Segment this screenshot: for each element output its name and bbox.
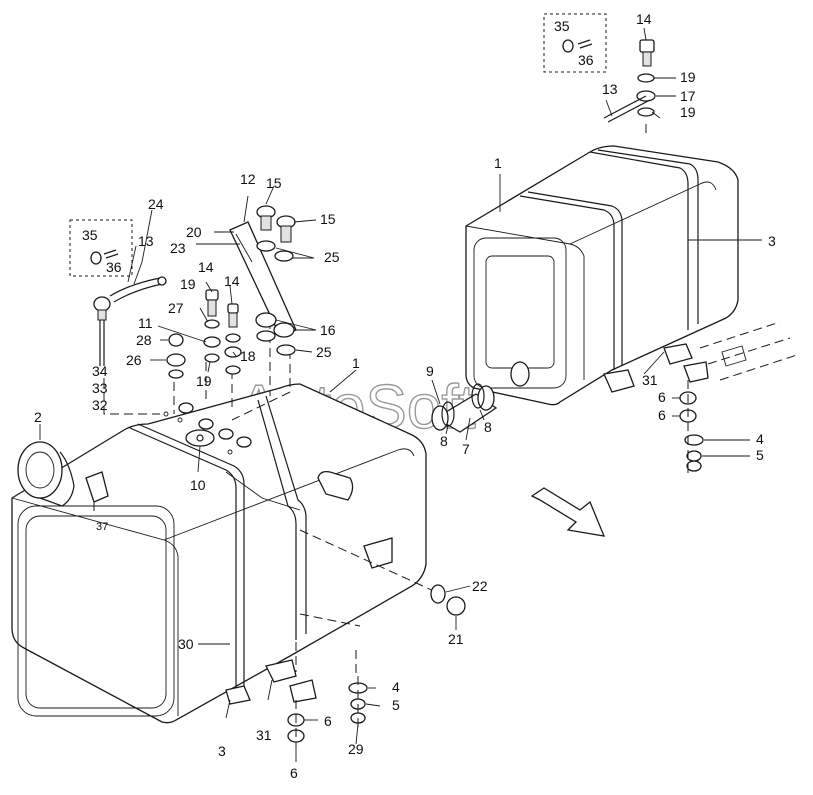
callout-19-right-a: 19 — [680, 69, 696, 85]
callout-5-right: 5 — [756, 447, 764, 463]
callout-3-right: 3 — [768, 233, 776, 249]
callout-29: 29 — [348, 741, 364, 757]
detail-box-right — [543, 13, 607, 73]
left-fuel-tank — [11, 383, 427, 724]
callout-19-left-b: 19 — [196, 373, 212, 389]
washer-25-b — [274, 250, 294, 262]
drain-plug-21 — [446, 596, 466, 616]
callout-15-b: 15 — [320, 211, 336, 227]
callout-24: 24 — [148, 196, 164, 212]
callout-10: 10 — [190, 477, 206, 493]
plug-28 — [168, 333, 184, 347]
callout-34: 34 — [92, 363, 108, 379]
nut-5-right — [686, 450, 702, 472]
callout-28: 28 — [136, 332, 152, 348]
callout-36-left: 36 — [106, 259, 122, 275]
callout-35-left: 35 — [82, 227, 98, 243]
callout-14-left-b: 14 — [224, 273, 240, 289]
direction-arrow — [530, 487, 606, 537]
leader-lines — [39, 27, 762, 762]
washer-16-b — [273, 322, 295, 338]
washer-19-left-a — [204, 353, 220, 363]
callout-4-left: 4 — [392, 679, 400, 695]
bolt-14-right — [639, 39, 655, 67]
callout-13-right: 13 — [602, 81, 618, 97]
callout-3-left: 3 — [218, 743, 226, 759]
breather-24 — [93, 296, 111, 366]
callout-6-right-b: 6 — [658, 407, 666, 423]
bolt-15-b — [276, 215, 296, 243]
callout-14-left-a: 14 — [198, 259, 214, 275]
callout-15-a: 15 — [266, 175, 282, 191]
callout-2: 2 — [34, 409, 42, 425]
callout-9: 9 — [426, 363, 434, 379]
washer-26 — [166, 353, 186, 367]
clip-35-left — [90, 251, 102, 265]
callout-23: 23 — [170, 240, 186, 256]
callout-7: 7 — [462, 441, 470, 457]
callout-20: 20 — [186, 224, 202, 240]
callout-31-left: 31 — [256, 727, 272, 743]
callout-32: 32 — [92, 397, 108, 413]
washer-27 — [204, 319, 220, 329]
callout-1-right: 1 — [494, 155, 502, 171]
callout-36-right: 36 — [578, 52, 594, 68]
bolt-15-a — [256, 205, 276, 231]
callout-labels: 1 1 2 3 3 4 4 5 5 6 6 6 6 7 8 8 9 10 11 … — [34, 11, 776, 781]
callout-13-left: 13 — [138, 233, 154, 249]
callout-31-right: 31 — [642, 372, 658, 388]
washer-25-c — [276, 344, 296, 356]
clip-36-right — [577, 39, 593, 49]
washer-26b — [168, 369, 184, 379]
callout-19-left-a: 19 — [180, 276, 196, 292]
callout-14-right: 14 — [636, 11, 652, 27]
washer-16-a — [255, 312, 277, 328]
right-fuel-tank — [465, 145, 801, 406]
washer-25-a — [256, 240, 276, 252]
callout-1-left: 1 — [352, 355, 360, 371]
callout-6-right-a: 6 — [658, 389, 666, 405]
washer-4-right — [684, 434, 704, 446]
washer-16-c — [256, 330, 276, 342]
callout-25-b: 25 — [316, 344, 332, 360]
callout-25-a: 25 — [324, 249, 340, 265]
washer-19-left-c — [225, 365, 241, 375]
detail-box-left — [69, 219, 133, 277]
vent-hose-13-left — [109, 276, 167, 303]
clip-36-left — [103, 249, 119, 259]
callout-22: 22 — [472, 578, 488, 594]
callout-12: 12 — [240, 171, 256, 187]
callout-11: 11 — [138, 315, 153, 331]
clip-35-right — [562, 39, 574, 53]
washer-11 — [203, 336, 221, 348]
callout-35-right: 35 — [554, 18, 570, 34]
callout-8-a: 8 — [440, 433, 448, 449]
washer-19-left-b — [225, 333, 241, 343]
callout-27: 27 — [168, 300, 184, 316]
callout-33: 33 — [92, 380, 108, 396]
callout-5-left: 5 — [392, 697, 400, 713]
callout-30: 30 — [178, 636, 194, 652]
washer-19-right-bottom — [637, 107, 655, 117]
callout-16: 16 — [320, 322, 336, 338]
bolt-14-left-b — [227, 303, 239, 328]
callout-18: 18 — [240, 348, 256, 364]
gasket-22 — [430, 584, 446, 604]
callout-26: 26 — [126, 352, 142, 368]
callout-19-right-b: 19 — [680, 104, 696, 120]
callout-6-left-b: 6 — [290, 765, 298, 781]
bolt-14-left-a — [205, 289, 219, 317]
callout-4-right: 4 — [756, 431, 764, 447]
callout-21: 21 — [448, 631, 464, 647]
washer-19-right-top — [637, 73, 655, 83]
callout-6-left-a: 6 — [324, 713, 332, 729]
callout-17: 17 — [680, 88, 696, 104]
callout-37: 37 — [96, 521, 108, 533]
callout-8-b: 8 — [484, 419, 492, 435]
